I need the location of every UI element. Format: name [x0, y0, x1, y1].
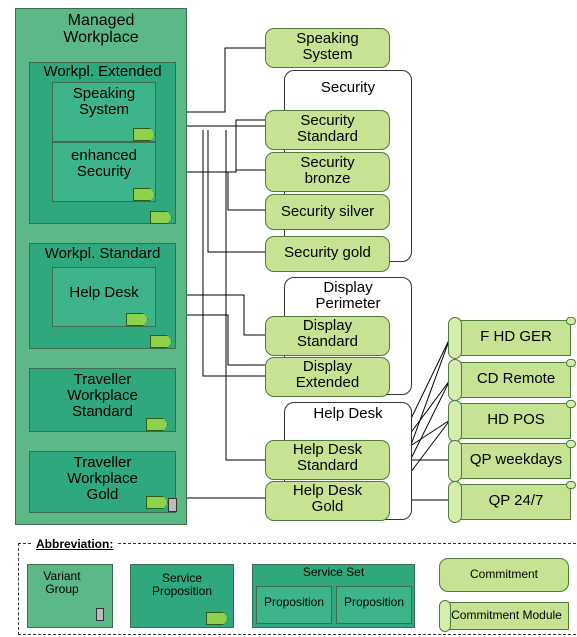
commitment-module-label: F HD GER [480, 328, 552, 345]
display-header: Display Perimeter [315, 279, 381, 313]
commitment-security-standard-label: Security Standard [297, 112, 358, 146]
commitment-module-4 [455, 443, 571, 479]
commitment-display-standard-label: Display Standard [297, 317, 358, 351]
commitment-security-gold [265, 236, 390, 272]
commitment-module-label: QP weekdays [469, 451, 563, 468]
legend-commitment [439, 558, 569, 592]
scroll-roll-icon [566, 440, 576, 448]
commitment-security-gold-label: Security gold [284, 244, 371, 261]
proposition-chip-icon [126, 313, 148, 326]
legend-proposition-2-label: Proposition [343, 595, 405, 609]
enhanced-security-label: enhanced Security [71, 147, 137, 181]
commitment-display-extended-label: Display Extended [295, 358, 360, 392]
helpdesk-header: Help Desk [313, 405, 383, 422]
legend-proposition-2 [336, 586, 412, 624]
commitment-help-desk-gold [265, 481, 390, 521]
legend-proposition-1-label: Proposition [263, 595, 325, 609]
legend-variant-group-label: Variant Group [43, 569, 81, 596]
proposition-chip-icon [133, 188, 155, 201]
commitment-module-label: HD POS [487, 411, 545, 428]
legend-proposition-1 [256, 586, 332, 624]
commitment-security-silver [265, 194, 390, 230]
scroll-roll-icon [566, 481, 576, 489]
commitment-security-silver-label: Security silver [280, 203, 375, 220]
traveller-workplace-standard-label: Traveller Workplace Standard [67, 371, 138, 421]
legend-commitment-module-label: Commitment Module [451, 608, 562, 622]
scroll-roll-icon [566, 359, 576, 367]
service-set-chip-icon [150, 211, 172, 224]
security-header: Security [320, 79, 376, 96]
scroll-roll-icon [566, 317, 576, 325]
commitment-module-1 [455, 320, 571, 356]
scroll-roll-icon [566, 400, 576, 408]
service-set-chip-icon [150, 335, 172, 348]
commitment-help-desk-standard [265, 440, 390, 480]
managed-workplace-title: Managed Workplace [63, 12, 139, 47]
commitment-help-desk-standard-label: Help Desk Standard [292, 441, 363, 475]
legend-commitment-label: Commitment [469, 567, 538, 581]
legend-commitment-module [445, 602, 569, 630]
commitment-module-label: CD Remote [476, 370, 556, 387]
commitment-security-bronze [265, 152, 390, 192]
commitment-speaking-system [265, 28, 390, 68]
variant-group-icon [96, 608, 104, 621]
workpl-standard-title: Workpl. Standard [44, 245, 161, 262]
legend-service-set-label: Service Set [302, 565, 365, 579]
commitment-display-standard [265, 316, 390, 356]
commitment-speaking-system-label: Speaking System [296, 30, 359, 64]
proposition-chip-icon [133, 128, 155, 141]
commitment-security-standard [265, 110, 390, 150]
commitment-module-label: QP 24/7 [488, 492, 544, 509]
traveller-workplace-gold-label: Traveller Workplace Gold [67, 454, 138, 504]
proposition-chip-icon [206, 612, 228, 625]
commitment-security-bronze-label: Security bronze [300, 154, 355, 188]
variant-group-icon [168, 498, 177, 512]
proposition-chip-icon [146, 496, 168, 509]
scroll-roll-icon [439, 600, 451, 632]
workpl-extended-title: Workpl. Extended [43, 63, 162, 80]
scroll-roll-icon [448, 481, 462, 523]
help-desk-label: Help Desk [69, 284, 139, 301]
commitment-display-extended [265, 357, 390, 397]
commitment-help-desk-gold-label: Help Desk Gold [292, 482, 363, 516]
legend-service-proposition-label: Service Proposition [151, 571, 213, 598]
legend-box [18, 543, 576, 635]
scroll-roll-icon [448, 317, 462, 359]
speaking-system-label: Speaking System [72, 85, 136, 119]
legend-title: Abbreviation: [32, 537, 118, 551]
proposition-chip-icon [146, 418, 168, 431]
